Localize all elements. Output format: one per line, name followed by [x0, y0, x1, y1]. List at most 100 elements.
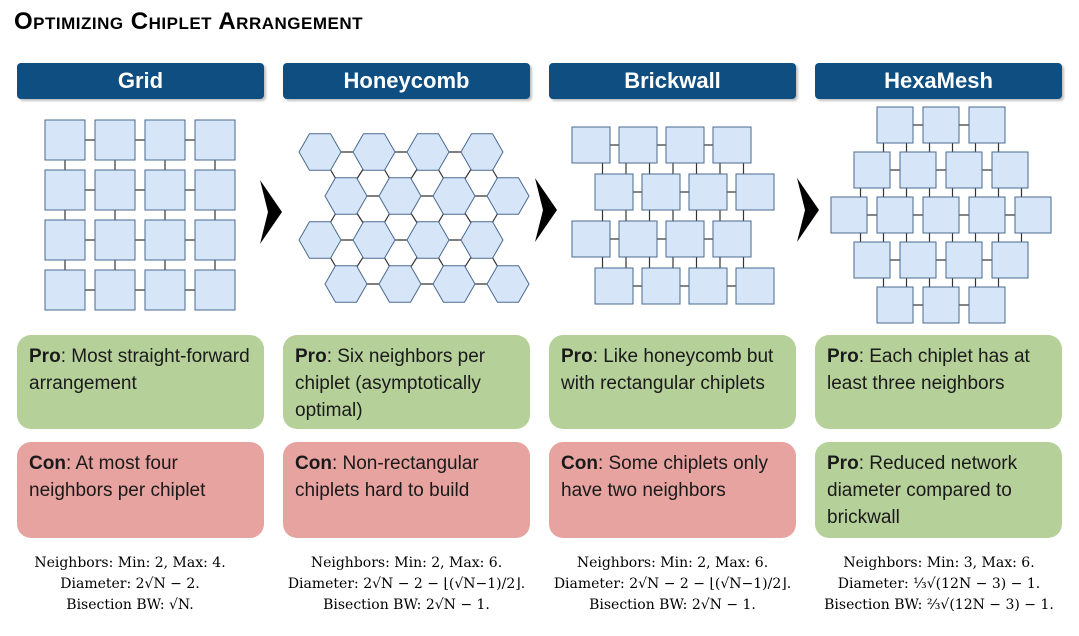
- chiplet: [194, 219, 236, 261]
- hexamesh-pro2-box: Pro: Reduced network diameter compared t…: [815, 442, 1062, 538]
- chiplet: [144, 119, 186, 161]
- grid-pro-box: Pro: Most straight-forward arrangement: [17, 335, 264, 429]
- stat-neighbors: Neighbors: Min: 3, Max: 6.: [843, 555, 1035, 571]
- chiplet: [432, 265, 476, 303]
- chiplet: [641, 173, 681, 211]
- hexamesh-pro-box: Pro: Each chiplet has at least three nei…: [815, 335, 1062, 429]
- chiplet: [922, 106, 960, 144]
- chiplet: [618, 220, 658, 258]
- brickwall-diagram: [571, 126, 775, 305]
- chiplet: [378, 177, 422, 215]
- chiplet: [194, 269, 236, 311]
- chiplet: [486, 177, 530, 215]
- honeycomb-stats: Neighbors: Min: 2, Max: 6. Diameter: 2√N…: [273, 553, 540, 616]
- chiplet: [899, 241, 937, 279]
- chiplet: [968, 196, 1006, 234]
- chiplet: [144, 169, 186, 211]
- chiplet: [641, 267, 681, 305]
- chiplet: [968, 106, 1006, 144]
- chiplet: [194, 169, 236, 211]
- chiplet: [94, 119, 136, 161]
- chiplet: [378, 265, 422, 303]
- stat-diameter: Diameter: ⅓√(12N − 3) − 1.: [837, 576, 1041, 592]
- chiplet: [352, 221, 396, 259]
- chiplet: [688, 173, 728, 211]
- chiplet: [712, 220, 752, 258]
- chiplet: [486, 265, 530, 303]
- chiplet: [571, 220, 611, 258]
- chiplet: [899, 151, 937, 189]
- stat-bisection: Bisection BW: ⅔√(12N − 3) − 1.: [824, 597, 1054, 613]
- chiplet: [618, 126, 658, 164]
- brickwall-stats: Neighbors: Min: 2, Max: 6. Diameter: 2√N…: [539, 553, 806, 616]
- arrow-right-icon: [260, 180, 282, 244]
- chiplet: [298, 133, 342, 171]
- chiplet: [968, 286, 1006, 324]
- page-title: Optimizing Chiplet Arrangement: [14, 8, 363, 35]
- stat-diameter: Diameter: 2√N − 2 − ⌊(√N−1)/2⌋.: [287, 576, 526, 592]
- chiplet: [460, 133, 504, 171]
- brickwall-pro-box: Pro: Like honeycomb but with rectangular…: [549, 335, 796, 429]
- chiplet: [144, 269, 186, 311]
- chiplet: [44, 219, 86, 261]
- chiplet: [406, 133, 450, 171]
- chiplet: [876, 286, 914, 324]
- chiplet: [945, 151, 983, 189]
- honeycomb-pro-box: Pro: Six neighbors per chiplet (asymptot…: [283, 335, 530, 429]
- chiplet: [945, 241, 983, 279]
- chiplet: [594, 267, 634, 305]
- arrow-right-icon: [797, 178, 819, 242]
- chiplet: [688, 267, 728, 305]
- stat-bisection: Bisection BW: √N.: [66, 597, 194, 613]
- chiplet: [194, 119, 236, 161]
- chiplet: [44, 269, 86, 311]
- chiplet: [594, 173, 634, 211]
- hexamesh-diagram: [830, 106, 1052, 324]
- chiplet: [991, 241, 1029, 279]
- chiplet: [406, 221, 450, 259]
- chiplet: [876, 106, 914, 144]
- chiplet: [298, 221, 342, 259]
- chiplet: [853, 241, 891, 279]
- chiplet: [144, 219, 186, 261]
- grid-stats: Neighbors: Min: 2, Max: 4. Diameter: 2√N…: [0, 553, 260, 616]
- brickwall-con-box: Con: Some chiplets only have two neighbo…: [549, 442, 796, 538]
- chiplet: [830, 196, 868, 234]
- stat-neighbors: Neighbors: Min: 2, Max: 6.: [310, 555, 503, 571]
- chiplet: [735, 173, 775, 211]
- chiplet: [1014, 196, 1052, 234]
- chiplet: [853, 151, 891, 189]
- chiplet: [991, 151, 1029, 189]
- chiplet: [712, 126, 752, 164]
- chiplet: [876, 196, 914, 234]
- chiplet: [922, 286, 960, 324]
- header-grid: Grid: [17, 63, 264, 99]
- stat-bisection: Bisection BW: 2√N − 1.: [323, 597, 490, 613]
- stat-diameter: Diameter: 2√N − 2.: [60, 576, 200, 592]
- honeycomb-con-box: Con: Non-rectangular chiplets hard to bu…: [283, 442, 530, 538]
- chiplet: [44, 169, 86, 211]
- chiplet: [94, 219, 136, 261]
- header-hexamesh: HexaMesh: [815, 63, 1062, 99]
- chiplet: [922, 196, 960, 234]
- chiplet: [571, 126, 611, 164]
- chiplet: [324, 177, 368, 215]
- chiplet: [352, 133, 396, 171]
- grid-con-box: Con: At most four neighbors per chiplet: [17, 442, 264, 538]
- hexamesh-stats: Neighbors: Min: 3, Max: 6. Diameter: ⅓√(…: [806, 553, 1072, 616]
- header-brickwall: Brickwall: [549, 63, 796, 99]
- chiplet: [665, 220, 705, 258]
- grid-diagram: [44, 119, 236, 311]
- chiplet: [460, 221, 504, 259]
- stat-neighbors: Neighbors: Min: 2, Max: 4.: [34, 555, 226, 571]
- chiplet: [735, 267, 775, 305]
- chiplet: [324, 265, 368, 303]
- arrow-right-icon: [535, 178, 557, 242]
- chiplet: [94, 269, 136, 311]
- header-honeycomb: Honeycomb: [283, 63, 530, 99]
- stat-diameter: Diameter: 2√N − 2 − ⌊(√N−1)/2⌋.: [553, 576, 792, 592]
- chiplet: [665, 126, 705, 164]
- chiplet: [94, 169, 136, 211]
- honeycomb-diagram: [298, 133, 530, 303]
- stat-bisection: Bisection BW: 2√N − 1.: [589, 597, 756, 613]
